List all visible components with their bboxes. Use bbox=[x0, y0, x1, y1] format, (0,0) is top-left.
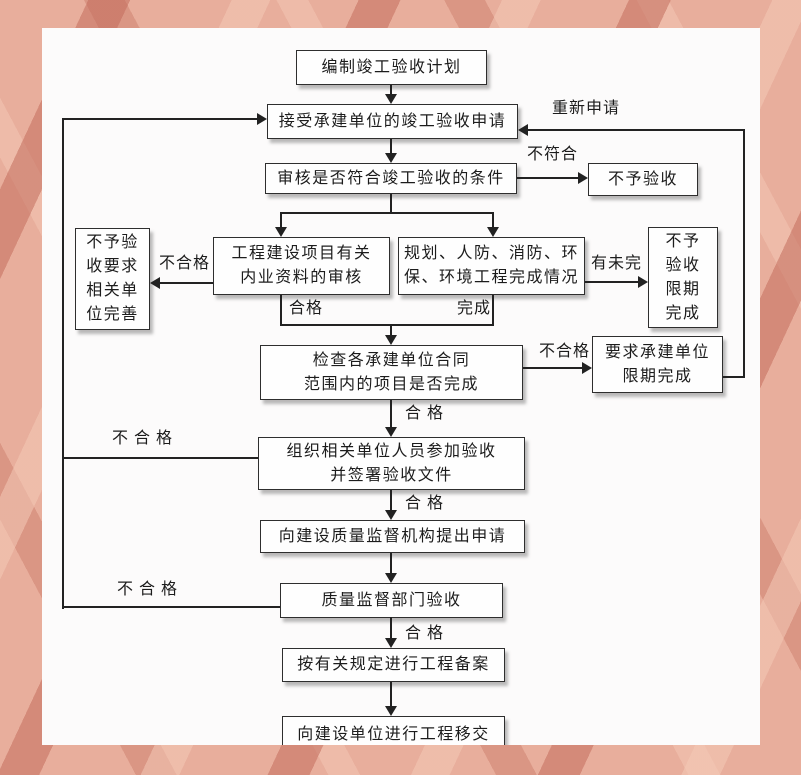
edge-split-left-drop bbox=[280, 212, 282, 229]
label-incomplete: 有未完 bbox=[591, 255, 643, 272]
arrowhead-into-apply bbox=[385, 510, 397, 520]
node-quality-dept-acceptance: 质量监督部门验收 bbox=[280, 583, 503, 618]
node-filing: 按有关规定进行工程备案 bbox=[282, 648, 505, 682]
label-unqualified-upper: 不 合 格 bbox=[112, 430, 174, 447]
arrowhead-into-completion-status bbox=[487, 227, 499, 237]
arrowhead-into-review bbox=[385, 153, 397, 163]
arrowhead-into-check bbox=[385, 335, 397, 345]
node-no-acceptance-improve: 不予验 收要求 相关单 位完善 bbox=[75, 228, 150, 330]
edge-review-split-stem bbox=[390, 194, 392, 212]
arrowhead-into-require bbox=[582, 362, 592, 374]
edge-doc-review-to-improve bbox=[158, 282, 213, 284]
node-completion-status: 规划、人防、消防、环 保、环境工程完成情况 bbox=[398, 237, 585, 295]
edge-filing-to-handover bbox=[390, 682, 392, 708]
edge-reapply-vertical bbox=[743, 130, 745, 378]
arrowhead-into-improve bbox=[150, 277, 160, 289]
edge-check-to-organize bbox=[390, 400, 392, 429]
node-check-contract-scope: 检查各承建单位合同 范围内的项目是否完成 bbox=[260, 345, 523, 400]
node-apply-supervision: 向建设质量监督机构提出申请 bbox=[260, 520, 525, 553]
node-organize-acceptance: 组织相关单位人员参加验收 并签署验收文件 bbox=[258, 437, 525, 490]
arrowhead-reapply-into-accept bbox=[518, 124, 528, 136]
edge-completion-to-deadline bbox=[585, 281, 640, 283]
edge-reapply-horizontal bbox=[528, 129, 745, 131]
edge-quality-unqualified-out bbox=[62, 606, 280, 608]
node-review-conditions: 审核是否符合竣工验收的条件 bbox=[265, 163, 517, 194]
edge-apply-to-quality bbox=[390, 553, 392, 575]
edge-split-right-drop bbox=[492, 212, 494, 229]
edge-completion-down bbox=[492, 295, 494, 325]
label-unqualified-lower: 不 合 格 bbox=[117, 581, 179, 598]
edge-quality-to-filing bbox=[390, 617, 392, 640]
edge-plan-to-accept bbox=[390, 85, 392, 97]
edge-left-feedback-vertical bbox=[62, 119, 64, 609]
arrowhead-feedback-into-accept bbox=[257, 113, 267, 125]
flowchart-panel: 编制竣工验收计划 接受承建单位的竣工验收申请 审核是否符合竣工验收的条件 不予验… bbox=[42, 28, 760, 745]
edge-organize-unqualified-out bbox=[62, 457, 258, 459]
arrowhead-into-doc-review bbox=[275, 227, 287, 237]
label-not-conform: 不符合 bbox=[527, 146, 579, 163]
edge-review-to-no-acceptance bbox=[517, 177, 580, 179]
edge-organize-to-apply bbox=[390, 490, 392, 512]
edge-require-out bbox=[723, 376, 745, 378]
arrowhead-into-quality bbox=[385, 573, 397, 583]
edge-check-to-require bbox=[523, 367, 584, 369]
node-no-acceptance-deadline: 不予 验收 限期 完成 bbox=[648, 227, 718, 328]
node-no-acceptance: 不予验收 bbox=[588, 163, 698, 196]
edge-left-feedback-top bbox=[62, 118, 258, 120]
arrowhead-into-organize bbox=[385, 427, 397, 437]
label-completed: 完成 bbox=[457, 300, 492, 317]
node-require-deadline: 要求承建单位 限期完成 bbox=[592, 336, 723, 393]
edge-merge-bar bbox=[280, 324, 494, 326]
node-plan: 编制竣工验收计划 bbox=[296, 50, 487, 85]
label-qualified-2: 合 格 bbox=[405, 495, 445, 512]
arrowhead-into-deadline bbox=[638, 276, 648, 288]
edge-doc-review-down bbox=[280, 295, 282, 325]
label-qualified-doc: 合格 bbox=[289, 300, 324, 317]
label-qualified-3: 合 格 bbox=[405, 625, 445, 642]
label-unqualified-left: 不合格 bbox=[159, 255, 211, 272]
label-qualified-1: 合 格 bbox=[405, 405, 445, 422]
label-reapply: 重新申请 bbox=[552, 100, 621, 117]
arrowhead-into-handover bbox=[385, 706, 397, 716]
label-unqualified-mid: 不合格 bbox=[539, 343, 591, 360]
node-doc-review: 工程建设项目有关 内业资料的审核 bbox=[213, 237, 390, 295]
edge-merge-to-check bbox=[390, 325, 392, 338]
node-handover: 向建设单位进行工程移交 bbox=[282, 716, 505, 745]
arrowhead-into-filing bbox=[385, 638, 397, 648]
node-accept-application: 接受承建单位的竣工验收申请 bbox=[267, 104, 518, 139]
arrowhead-into-no-acceptance bbox=[578, 172, 588, 184]
arrowhead-into-accept bbox=[385, 94, 397, 104]
edge-split-bar bbox=[280, 212, 494, 214]
edge-accept-to-review bbox=[390, 139, 392, 155]
